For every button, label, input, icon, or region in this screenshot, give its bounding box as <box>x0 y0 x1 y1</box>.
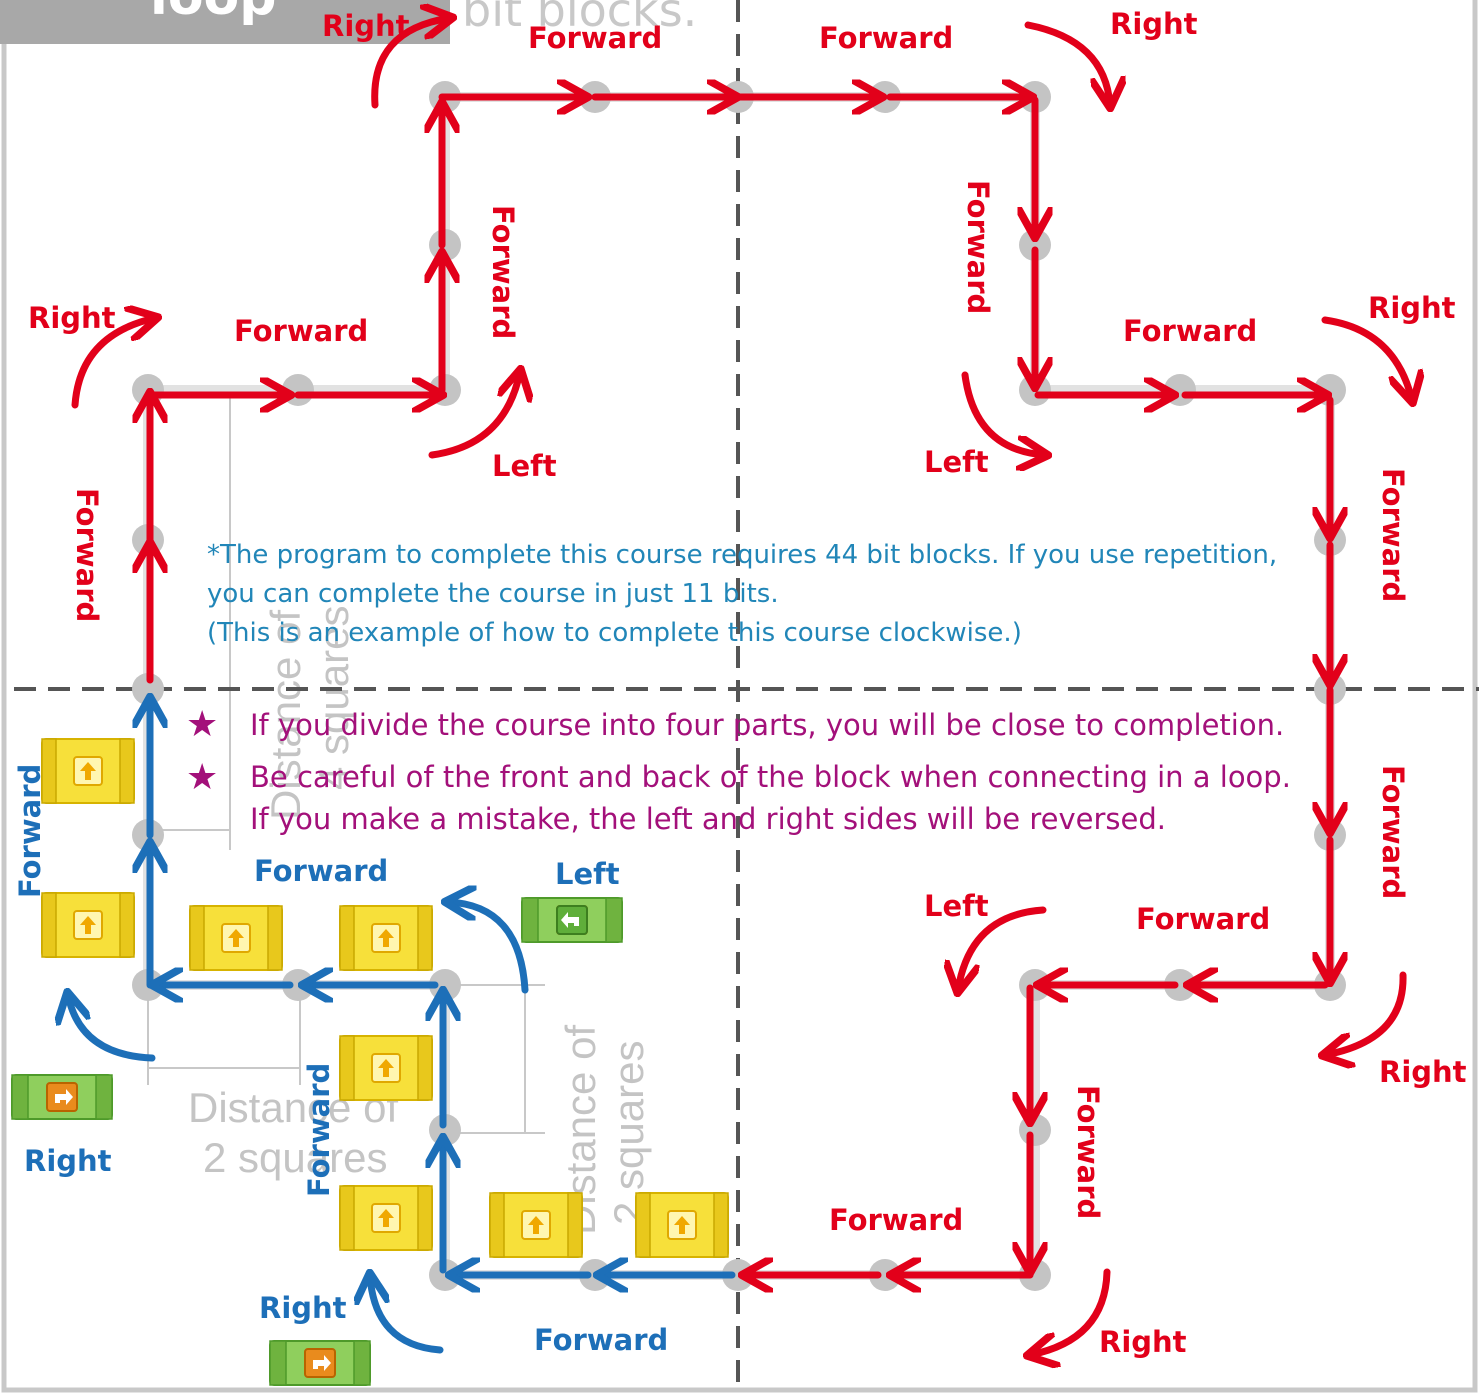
blocks <box>11 738 729 1386</box>
label-forward-v3: Forward <box>1376 468 1410 602</box>
label-right-1: Right <box>322 9 410 43</box>
label-forward-blue-2: Forward <box>534 1323 668 1357</box>
red-route <box>71 18 1412 1355</box>
tip-2-line-1: Be careful of the front and back of the … <box>250 760 1291 794</box>
course-note: *The program to complete this course req… <box>207 540 1277 648</box>
distance-4-line2: 4 squares <box>310 606 357 790</box>
tip-1: If you divide the course into four parts… <box>250 708 1284 742</box>
route-arrow <box>1024 21 1110 105</box>
forward-block-icon <box>41 892 135 958</box>
label-right-blue-2: Right <box>259 1291 347 1325</box>
label-right-blue-1: Right <box>24 1144 112 1178</box>
label-left-3: Left <box>924 889 989 923</box>
label-forward-v2: Forward <box>961 180 995 314</box>
route-arrow <box>428 372 520 459</box>
blue-route <box>68 700 736 1354</box>
star-icon: ★ <box>186 757 218 798</box>
label-left-2: Left <box>924 445 989 479</box>
note-line-2: you can complete the course in just 11 b… <box>207 579 779 609</box>
red-labels: Right Forward Forward Right Right Forwar… <box>28 7 1467 1359</box>
label-forward-5: Forward <box>1136 902 1270 936</box>
label-forward-v6: Forward <box>70 488 104 622</box>
note-line-1: *The program to complete this course req… <box>207 540 1277 570</box>
distance-4-line1: Distance of <box>262 610 309 820</box>
route-arrow <box>68 995 156 1062</box>
label-forward-3: Forward <box>234 314 368 348</box>
tip-2-line-2: If you make a mistake, the left and righ… <box>250 802 1166 836</box>
label-forward-blue-1: Forward <box>254 854 388 888</box>
route-arrow <box>1325 971 1407 1055</box>
label-right-2: Right <box>1110 7 1198 41</box>
label-forward-4: Forward <box>1123 314 1257 348</box>
tips: ★ If you divide the course into four par… <box>186 704 1291 836</box>
turn-right-block-icon <box>269 1340 371 1386</box>
forward-block-icon <box>489 1192 583 1258</box>
label-right-5: Right <box>1379 1055 1467 1089</box>
course-node <box>1019 1114 1051 1146</box>
route-arrow <box>71 318 155 409</box>
route-arrow <box>448 902 529 994</box>
route-arrow <box>371 18 450 109</box>
label-forward-blue-v1: Forward <box>13 764 47 898</box>
label-forward-v4: Forward <box>1376 765 1410 899</box>
route-arrow <box>961 371 1045 455</box>
label-right-4: Right <box>1368 291 1456 325</box>
measure-lines <box>147 395 545 1134</box>
distance-2h-line2: 2 squares <box>203 1134 387 1181</box>
forward-block-icon <box>339 1185 433 1251</box>
label-forward-blue-v2: Forward <box>302 1063 336 1197</box>
label-forward-6: Forward <box>829 1203 963 1237</box>
label-forward-v1: Forward <box>486 205 520 339</box>
course-node <box>282 374 314 406</box>
label-right-6: Right <box>1099 1325 1187 1359</box>
blue-labels: Forward Left Right Right Forward Forward… <box>13 764 668 1357</box>
route-arrow <box>370 1276 444 1354</box>
label-right-3: Right <box>28 301 116 335</box>
route-arrow <box>1030 1268 1111 1355</box>
route-arrow <box>958 906 1047 990</box>
label-left-1: Left <box>492 449 557 483</box>
forward-block-icon <box>635 1192 729 1258</box>
forward-block-icon <box>339 905 433 971</box>
route-arrow <box>1321 316 1412 400</box>
forward-block-icon <box>189 905 283 971</box>
label-left-blue: Left <box>555 857 620 891</box>
label-forward-2: Forward <box>819 21 953 55</box>
distance-labels: Distance of 4 squares Distance of 2 squa… <box>188 606 652 1235</box>
label-forward-v5: Forward <box>1071 1085 1105 1219</box>
forward-block-icon <box>41 738 135 804</box>
label-forward-1: Forward <box>528 21 662 55</box>
turn-left-block-icon <box>521 897 623 943</box>
turn-right-block-icon <box>11 1074 113 1120</box>
header-tab: loop bit blocks. <box>0 0 697 44</box>
star-icon: ★ <box>186 704 218 745</box>
tab-label: loop <box>150 0 277 27</box>
note-line-3: (This is an example of how to complete t… <box>207 618 1022 648</box>
subtitle: bit blocks. <box>462 0 697 37</box>
course-node <box>1164 374 1196 406</box>
forward-block-icon <box>339 1035 433 1101</box>
